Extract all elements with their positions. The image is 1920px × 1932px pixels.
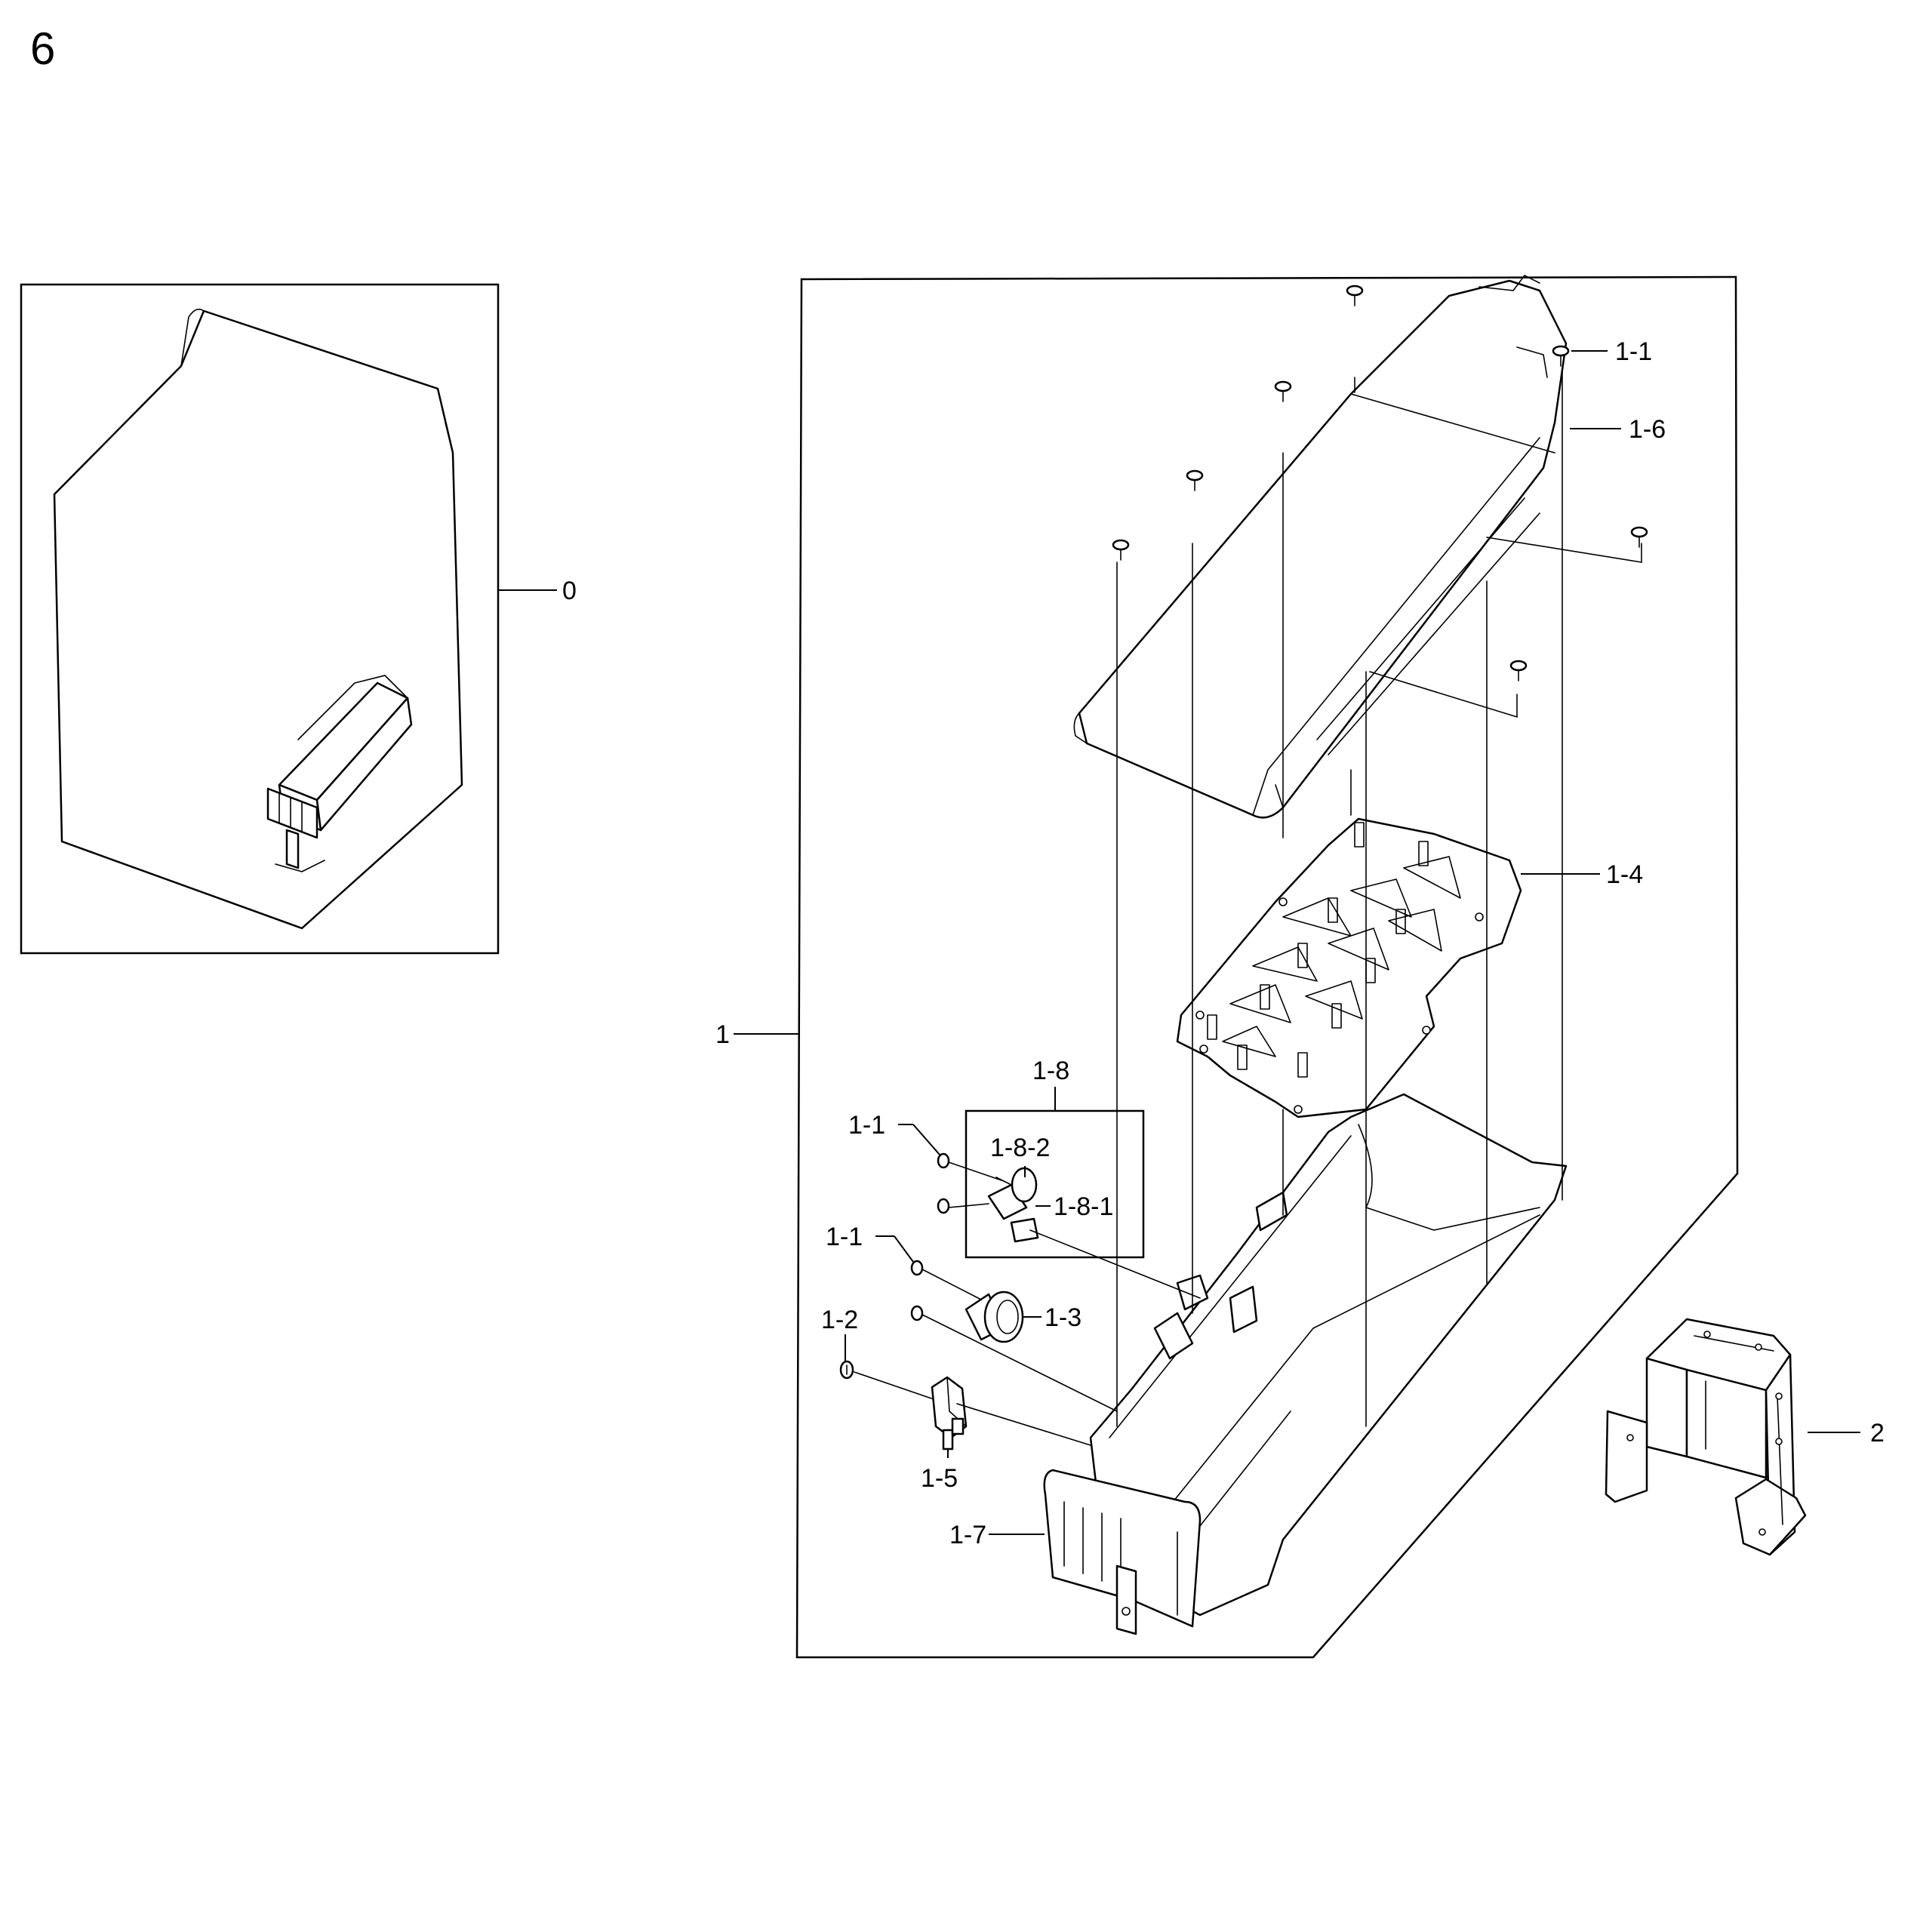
label-part-1-6: 1-6 — [1629, 415, 1666, 444]
assembly-0-dryer-overview: 0 — [20, 283, 577, 955]
screws-1-1-top — [1112, 285, 1648, 681]
part-1-8-thermostat-kit: 1-8 1-8-2 1-8-1 — [937, 1057, 1201, 1299]
label-assembly-0: 0 — [562, 577, 577, 605]
assembly-alignment-lines — [1116, 369, 1642, 1427]
part-1-4-heater-element-plate — [1176, 817, 1522, 1118]
leader-1-1-low-angle — [894, 1235, 914, 1263]
dryer-cabinet-outline — [53, 309, 463, 930]
label-part-1-2: 1-2 — [821, 1306, 858, 1334]
label-part-1-5: 1-5 — [921, 1464, 958, 1493]
label-part-1-8-1: 1-8-1 — [1054, 1192, 1113, 1221]
screw-1-2 — [839, 1360, 854, 1380]
part-2-heater-bracket: 2 — [1605, 1318, 1885, 1556]
part-1-7-heater-housing — [1043, 1093, 1568, 1635]
part-1-3-high-limit-thermostat — [965, 1291, 1024, 1343]
part-1-5-thermal-fuse — [931, 1376, 968, 1451]
assembly-1-heater-duct: 1 — [715, 275, 1739, 1659]
part-1-6-heater-cover — [1073, 275, 1568, 819]
label-part-2: 2 — [1870, 1419, 1885, 1447]
screw-1-1-top-right — [1552, 345, 1570, 367]
label-part-1-4: 1-4 — [1606, 860, 1643, 889]
label-part-1-8: 1-8 — [1032, 1057, 1069, 1085]
label-part-1-1-low: 1-1 — [826, 1223, 863, 1251]
label-part-1-3: 1-3 — [1045, 1303, 1082, 1332]
label-part-1-7: 1-7 — [949, 1521, 986, 1549]
label-assembly-1: 1 — [715, 1020, 730, 1049]
label-part-1-1-mid: 1-1 — [848, 1111, 885, 1140]
leader-1-1-mid-angle — [912, 1124, 940, 1155]
page-number: 6 — [30, 23, 55, 74]
label-part-1-8-2: 1-8-2 — [990, 1134, 1050, 1162]
label-part-1-1-top: 1-1 — [1615, 337, 1652, 366]
assembly-1-frame — [795, 275, 1739, 1659]
assembly-0-frame — [20, 283, 500, 955]
heater-assembly-miniature — [266, 675, 413, 872]
